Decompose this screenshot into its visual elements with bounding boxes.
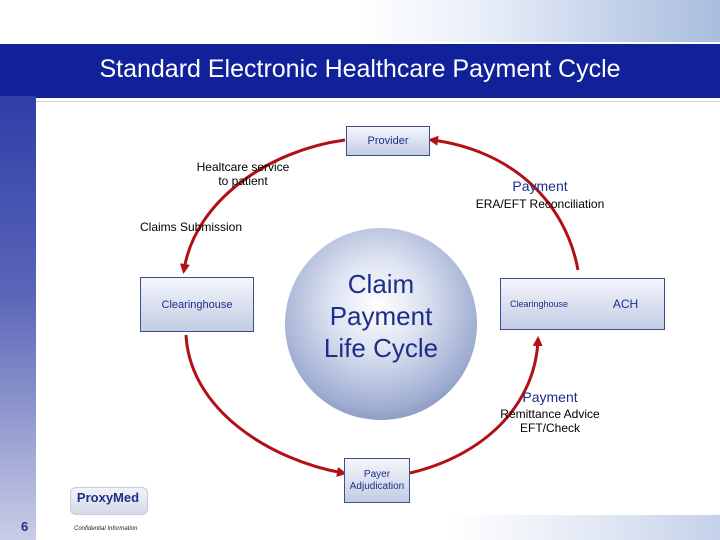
arrow-provider-to-clearinghouse (179, 138, 346, 274)
confidential-label: Confidential Information (74, 526, 138, 532)
healthcare-service-label: Healtcare service to patient (196, 160, 290, 188)
arrow-payer-to-clearinghouse (409, 336, 543, 475)
claim-cycle-circle (285, 228, 477, 420)
clearinghouse-left-box: Clearinghouse (140, 277, 254, 332)
slide-title: Standard Electronic Healthcare Payment C… (99, 55, 621, 83)
payer-adjudication-box: Payer Adjudication (344, 458, 410, 503)
logo-text: ProxyMed (76, 490, 140, 505)
payment-top-label: Payment (512, 178, 568, 194)
left-accent-stripe (0, 96, 36, 540)
proxymed-logo (70, 487, 148, 515)
title-bar: Standard Electronic Healthcare Payment C… (0, 42, 720, 101)
clearinghouse-ach-box: Clearinghouse ACH (500, 278, 665, 330)
center-title: Claim Payment Life Cycle (323, 269, 439, 363)
clearinghouse-right-label: Clearinghouse (509, 299, 569, 309)
arrow-clearinghouse-to-payer (184, 334, 347, 477)
page-number: 6 (21, 519, 29, 534)
arrow-clearinghouse-to-provider (428, 135, 580, 271)
claims-submission-label: Claims Submission (139, 220, 243, 234)
provider-box: Provider (346, 126, 430, 156)
ach-label: ACH (612, 297, 639, 311)
header-photo-strip (360, 0, 720, 42)
bottom-accent-band (450, 515, 720, 540)
remittance-label: Remittance Advice EFT/Check (500, 407, 600, 435)
payment-bottom-label: Payment (522, 389, 578, 405)
era-eft-label: ERA/EFT Reconciliation (475, 197, 605, 211)
